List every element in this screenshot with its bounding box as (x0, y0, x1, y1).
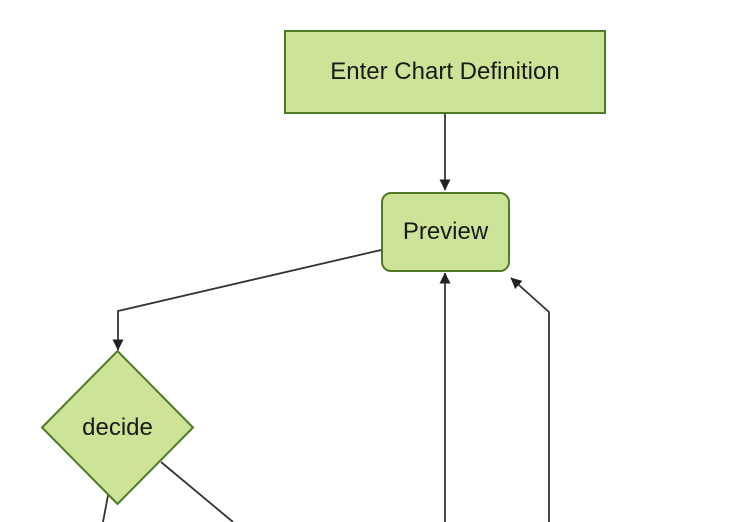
node-enter-chart-definition-label: Enter Chart Definition (330, 58, 560, 85)
node-enter-chart-definition: Enter Chart Definition (284, 30, 606, 114)
edge-bottom-to-preview-corner (510, 277, 550, 522)
node-preview: Preview (381, 192, 510, 272)
node-preview-label: Preview (402, 218, 489, 245)
edge-decide-to-offscreen-right (160, 461, 234, 522)
edge-preview-to-decide (112, 249, 382, 351)
node-decide-label: decide (82, 413, 153, 441)
node-decide-shape (40, 349, 195, 506)
